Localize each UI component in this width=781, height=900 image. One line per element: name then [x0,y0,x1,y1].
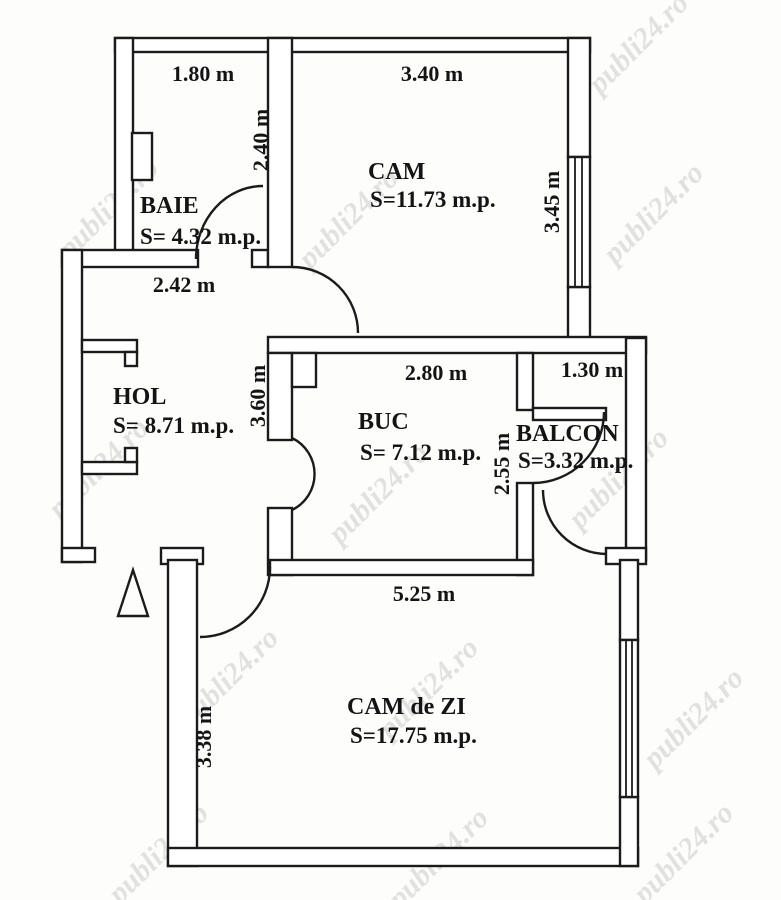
watermark-text: publi24.ro [634,661,750,777]
entrance-arrow-icon [116,566,150,618]
room-label-baie: BAIE [140,193,199,219]
room-label-buc: BUC [358,409,409,435]
wall-segment-cam-buc-divider [266,335,648,355]
room-labels: BAIE S= 4.32 m.p. CAM S=11.73 m.p. HOL S… [113,159,633,748]
wall-segment-camdezi-top [268,558,535,577]
windows-layer [130,131,640,799]
room-label-hol: HOL [113,384,166,410]
wall-segment-camdezi-right-lower [618,795,640,868]
wall-segment-camdezi-left [166,558,199,868]
room-label-balcon: BALCON [516,421,619,447]
wall-segment-camdezi-bottom [166,846,640,868]
fixture-icon-baie [130,131,154,182]
wall-segment-baie-cam-divider [266,36,294,269]
dim-camdezi-width: 5.25 m [393,581,455,606]
dim-cam-width: 3.40 m [401,61,463,86]
room-area-buc: S= 7.12 m.p. [360,440,481,465]
door-arc-icon-balcon-lower [541,489,608,556]
door-arc-icon-buc [291,436,316,512]
dim-buc-height: 2.55 m [489,433,514,495]
doors-layer [116,184,608,639]
wall-segment-baie-door-jamb [250,248,270,269]
wall-segment-hol-niche-top [80,338,139,354]
dim-baie-width: 1.80 m [172,61,234,86]
room-label-camdezi: CAM de ZI [347,694,466,720]
door-arc-icon-balcon-upper [532,411,606,485]
door-arc-icon-cam [291,265,360,334]
wall-segment-hol-niche-bottom [80,460,139,476]
dimension-labels: 1.80 m 3.40 m 2.40 m 3.45 m 2.42 m 3.60 … [153,61,623,768]
wall-segment-hol-left [60,248,84,564]
wall-segment-cam-right-lower [566,285,592,342]
dim-hol-width: 2.42 m [153,272,215,297]
dim-cam-height: 3.45 m [539,171,564,233]
wall-segment-camdezi-right-upper [618,558,640,642]
walls-layer [60,36,648,868]
dim-camdezi-height: 3.38 m [191,706,216,768]
wall-segment-buc-left-upper [266,351,294,442]
wall-segment-buc-pillar [290,351,318,389]
wall-segment-baie-left [113,36,135,254]
watermark-text: publi24.ro [579,0,695,102]
room-area-baie: S= 4.32 m.p. [140,224,261,249]
wall-segment-buc-balcon-upper [515,351,535,412]
door-arc-icon-camdezi [199,566,272,639]
room-area-cam: S=11.73 m.p. [370,187,496,212]
dim-hol-height: 3.60 m [245,365,270,427]
room-area-hol: S= 8.71 m.p. [113,413,234,438]
dim-buc-width: 2.80 m [405,360,467,385]
room-area-camdezi: S=17.75 m.p. [350,723,477,748]
watermark-text: publi24.ro [624,796,740,900]
door-arc-icon-baie [194,184,264,260]
window-icon-cam [566,155,592,289]
wall-segment-hol-bottom [60,546,97,564]
window-icon-camdezi [618,638,640,799]
wall-segment-hol-niche-bottom-return [123,446,139,464]
room-label-cam: CAM [368,159,425,185]
dim-baie-height: 2.40 m [248,109,273,171]
dim-balcon-width: 1.30 m [561,357,623,382]
wall-segment-balcon-divider [531,406,608,422]
watermark-text: publi24.ro [594,156,710,272]
room-area-balcon: S=3.32 m.p. [518,448,633,473]
wall-segment-cam-right-upper [566,36,592,159]
wall-segment-top-outer [113,36,592,54]
wall-segment-hol-niche-top-return [123,350,139,368]
